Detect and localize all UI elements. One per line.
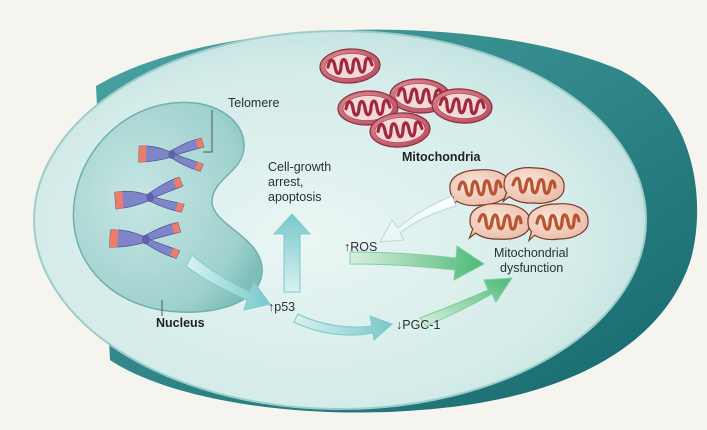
cell-growth-label-line2: arrest, (268, 175, 304, 189)
mitochondrial-dysfunction-label-line1: Mitochondrial (494, 246, 569, 260)
nucleus-label: Nucleus (156, 316, 205, 330)
arrow-mitochondria-to-ros (379, 195, 457, 243)
cell-growth-label-line3: apoptosis (268, 190, 322, 204)
arrow-nucleus-to-p53 (185, 254, 271, 311)
telomere-label: Telomere (228, 96, 280, 110)
arrow-ros-to-dysfunction (349, 245, 485, 281)
mitochondria-label: Mitochondria (402, 150, 481, 164)
arrow-p53-to-pgc1 (293, 313, 393, 341)
ros-label: ↑ROS (344, 240, 378, 254)
pgc1-label: ↓PGC-1 (396, 318, 441, 332)
telomere-pointer (203, 110, 213, 153)
p53-label: ↑p53 (268, 300, 296, 314)
arrow-p53-to-apoptosis (272, 213, 312, 293)
cell-growth-label-line1: Cell-growth (268, 160, 332, 174)
damaged-mitochondrion-icon (467, 201, 533, 242)
mitochondrial-dysfunction-label-line2: dysfunction (500, 261, 564, 275)
arrow-pgc1-to-dysfunction (419, 277, 513, 327)
